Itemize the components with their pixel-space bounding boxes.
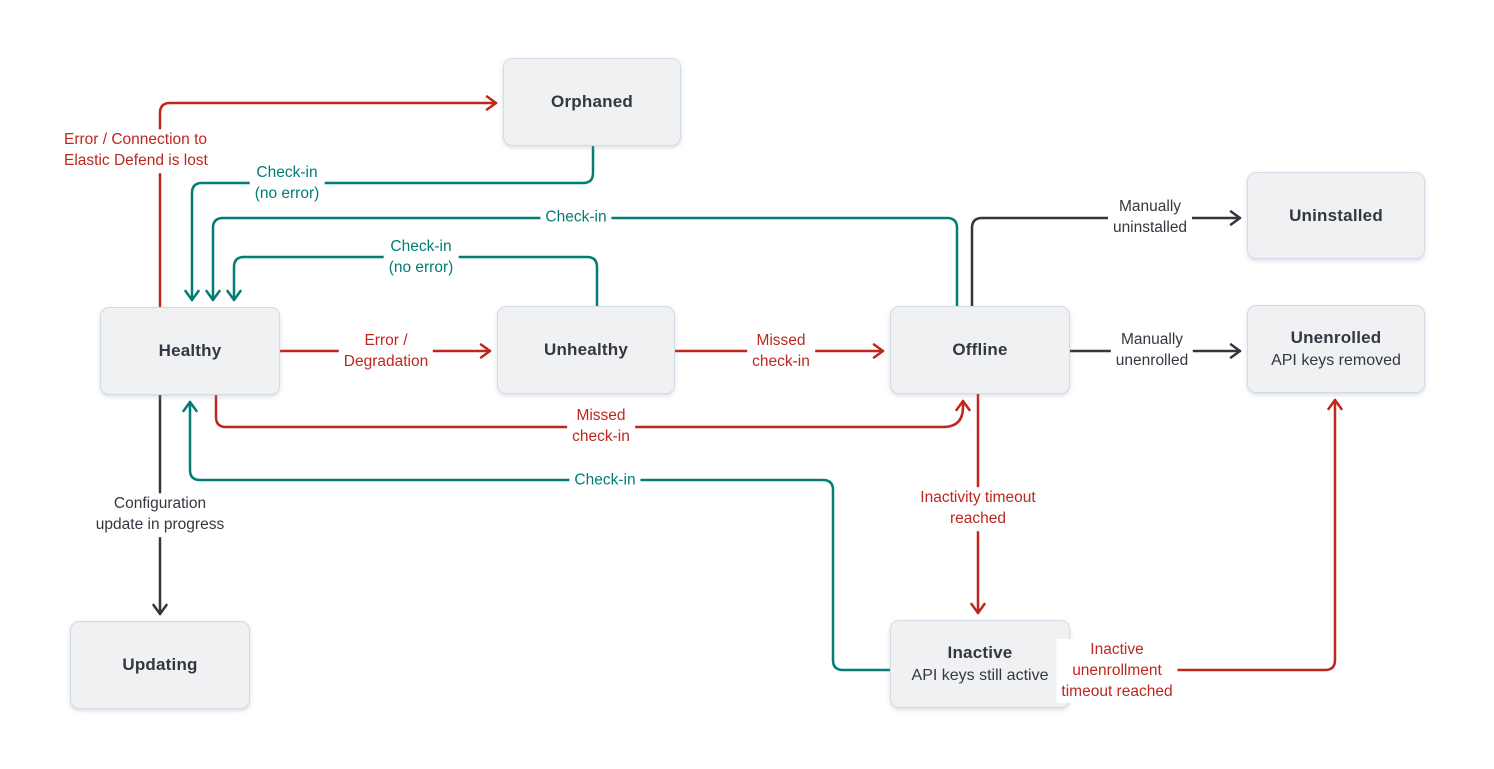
edge-offline-to-uninstalled: [970, 210, 1242, 308]
state-node-healthy: Healthy: [100, 307, 280, 395]
state-label-unenrolled: Unenrolled: [1290, 328, 1382, 347]
edge-inactive-to-unenrolled: [1068, 398, 1343, 672]
edge-label-orphaned-to-healthy: Check-in (no error): [249, 162, 325, 206]
state-node-uninstalled: Uninstalled: [1247, 172, 1425, 259]
edge-orphaned-to-healthy: [184, 145, 595, 302]
edge-inactive-to-healthy: [182, 400, 892, 672]
state-label-inactive: Inactive: [947, 643, 1013, 662]
state-node-offline: Offline: [890, 306, 1070, 394]
edge-offline-to-healthy: [205, 216, 959, 308]
edge-label-inactive-to-unenrolled: Inactive unenrollment timeout reached: [1056, 638, 1178, 704]
state-label-healthy: Healthy: [158, 341, 222, 360]
edge-label-unhealthy-to-offline: Missed check-in: [747, 330, 815, 374]
state-node-updating: Updating: [70, 621, 250, 709]
edge-label-healthy-to-updating: Configuration update in progress: [90, 493, 230, 537]
state-node-orphaned: Orphaned: [503, 58, 681, 146]
state-label-unhealthy: Unhealthy: [544, 340, 628, 359]
edge-label-offline-to-inactive: Inactivity timeout reached: [915, 487, 1041, 531]
edge-label-healthy-to-orphaned: Error / Connection to Elastic Defend is …: [64, 129, 213, 173]
edge-label-inactive-to-healthy: Check-in: [569, 469, 641, 493]
state-node-unhealthy: Unhealthy: [497, 306, 675, 394]
state-label-orphaned: Orphaned: [551, 92, 633, 111]
state-sublabel-inactive: API keys still active: [911, 667, 1049, 684]
state-node-unenrolled: Unenrolled API keys removed: [1247, 305, 1425, 393]
edge-label-unhealthy-to-healthy: Check-in (no error): [383, 236, 459, 280]
edge-label-healthy-to-unhealthy: Error / Degradation: [338, 330, 434, 374]
state-label-offline: Offline: [952, 340, 1008, 359]
edge-label-offline-to-unenrolled: Manually unenrolled: [1110, 329, 1194, 373]
state-sublabel-unenrolled: API keys removed: [1271, 352, 1401, 369]
state-label-updating: Updating: [122, 655, 198, 674]
edge-healthy-to-orphaned: [158, 95, 498, 308]
state-label-uninstalled: Uninstalled: [1289, 205, 1383, 225]
edge-label-offline-to-healthy: Check-in: [540, 206, 612, 230]
edge-label-healthy-to-offline: Missed check-in: [567, 405, 635, 449]
state-node-inactive: Inactive API keys still active: [890, 620, 1070, 708]
edge-label-offline-to-uninstalled: Manually uninstalled: [1107, 196, 1193, 240]
